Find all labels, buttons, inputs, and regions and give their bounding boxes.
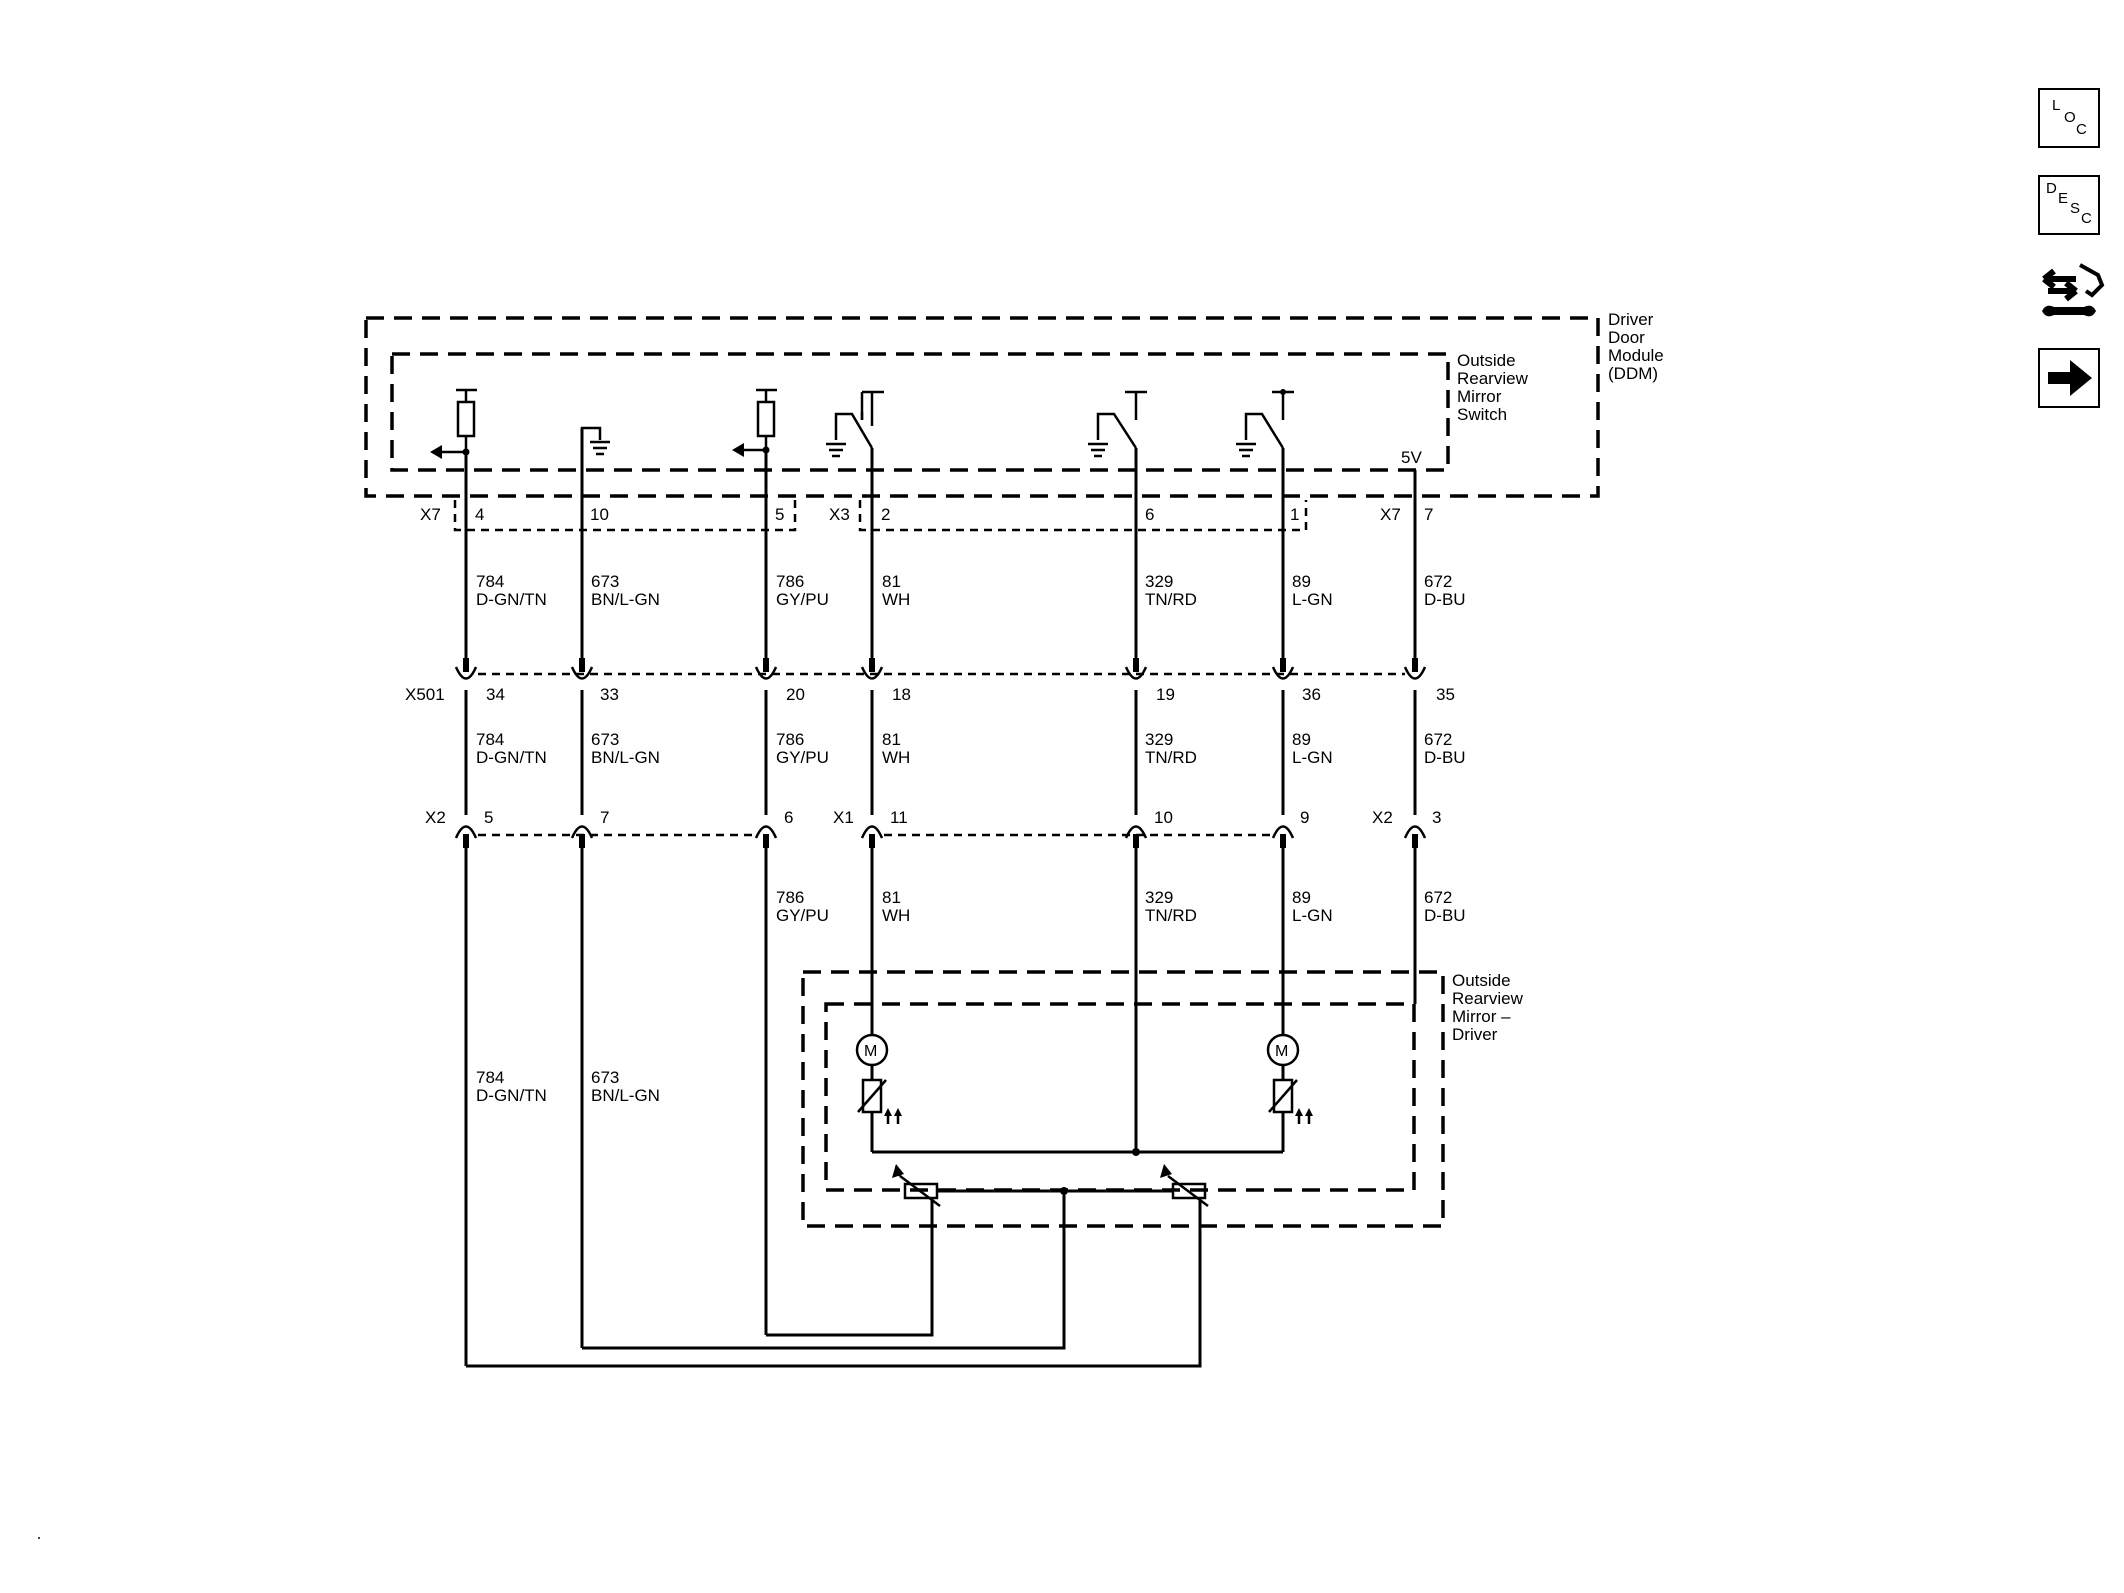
- mirror-switch-boundary: [390, 352, 1450, 472]
- pin-lower-784: 5: [484, 808, 493, 827]
- conn-x7-b: X7: [1380, 505, 1401, 524]
- loc-button[interactable]: L O C: [2038, 88, 2100, 148]
- mirror-inner-boundary: [824, 1002, 1416, 1192]
- loc-letter-c: C: [2076, 121, 2087, 138]
- connector-repair-icon: [2042, 263, 2105, 317]
- pin-top-784: 4: [475, 505, 484, 524]
- switch-81: [826, 390, 884, 470]
- svg-text:M: M: [864, 1043, 877, 1060]
- pullup-resistor-784: [430, 388, 477, 459]
- pin-lower-786: 6: [784, 808, 793, 827]
- pin-top-786: 5: [775, 505, 784, 524]
- motor-common-splice: [1132, 1148, 1140, 1156]
- pin-lower-81: 11: [890, 808, 908, 827]
- mirror-motor-right: M: [1266, 1033, 1313, 1152]
- corner-speck: [38, 1537, 40, 1539]
- pin-top-89: 1: [1290, 505, 1299, 524]
- desc-icon: D E S C: [2040, 177, 2098, 233]
- mirror-motor-left: M: [855, 1033, 902, 1152]
- connector-repair-button[interactable]: [2036, 255, 2106, 323]
- switch-89: [1236, 389, 1294, 470]
- pin-x501-786: 20: [786, 685, 805, 704]
- conn-x1: X1: [833, 808, 854, 827]
- pin-lower-672: 3: [1432, 808, 1441, 827]
- pin-x501-89: 36: [1302, 685, 1321, 704]
- ground-673: [580, 426, 610, 472]
- x3-connector-outline: [858, 500, 1308, 532]
- conn-x501: X501: [405, 685, 445, 704]
- pin-x501-673: 33: [600, 685, 619, 704]
- pin-lower-89: 9: [1300, 808, 1309, 827]
- conn-x2-a: X2: [425, 808, 446, 827]
- conn-x2-b: X2: [1372, 808, 1393, 827]
- next-arrow-icon: [2048, 360, 2092, 396]
- desc-letter-s: S: [2070, 200, 2081, 217]
- pin-x501-329: 19: [1156, 685, 1175, 704]
- pullup-resistor-786: [732, 388, 777, 457]
- desc-letter-e: E: [2058, 190, 2069, 207]
- pin-x501-784: 34: [486, 685, 505, 704]
- mirror-assembly-boundary: [801, 970, 1445, 1228]
- connector-glyphs: [454, 658, 1427, 848]
- desc-letter-c: C: [2081, 210, 2092, 227]
- voltage-label: 5V: [1401, 448, 1422, 467]
- pin-top-81: 2: [881, 505, 890, 524]
- loc-icon: L O C: [2040, 90, 2098, 146]
- x7-connector-outline: [453, 500, 797, 532]
- desc-letter-d: D: [2046, 180, 2057, 197]
- pin-x501-81: 18: [892, 685, 911, 704]
- loc-letter-o: O: [2064, 109, 2076, 126]
- pin-lower-329: 10: [1154, 808, 1173, 827]
- loc-letter-l: L: [2052, 97, 2061, 114]
- conn-x7-a: X7: [420, 505, 441, 524]
- lower-routing: [466, 1191, 1202, 1368]
- switch-329: [1088, 390, 1147, 470]
- pin-top-329: 6: [1145, 505, 1154, 524]
- pin-x501-672: 35: [1436, 685, 1455, 704]
- pin-top-673: 10: [590, 505, 609, 524]
- pin-top-672: 7: [1424, 505, 1433, 524]
- ddm-boundary: [364, 316, 1600, 498]
- conn-x3: X3: [829, 505, 850, 524]
- next-button[interactable]: [2038, 348, 2100, 408]
- desc-button[interactable]: D E S C: [2038, 175, 2100, 235]
- pin-lower-673: 7: [600, 808, 609, 827]
- svg-text:M: M: [1275, 1043, 1288, 1060]
